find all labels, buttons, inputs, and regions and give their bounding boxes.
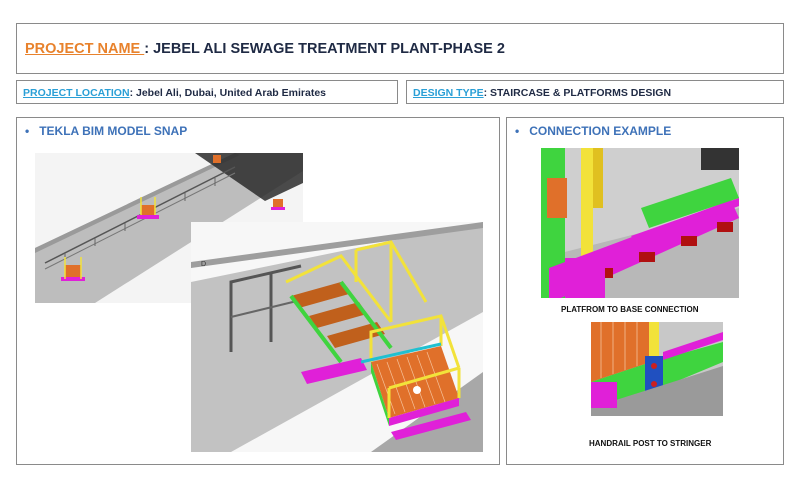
base-connection-caption: PLATFROM TO BASE CONNECTION	[561, 305, 699, 314]
bim-model-heading: • TEKLA BIM MODEL SNAP	[25, 124, 187, 138]
bim-model-panel: • TEKLA BIM MODEL SNAP	[16, 117, 500, 465]
connection-heading-text: CONNECTION EXAMPLE	[529, 124, 672, 138]
connection-panel: • CONNECTION EXAMPLE PLATFROM TO BASE CON…	[506, 117, 784, 465]
design-type-value: : STAIRCASE & PLATFORMS DESIGN	[483, 87, 672, 99]
connection-heading: • CONNECTION EXAMPLE	[515, 124, 671, 138]
design-type-box: DESIGN TYPE: STAIRCASE & PLATFORMS DESIG…	[406, 80, 784, 104]
project-location-box: PROJECT LOCATION: Jebel Ali, Dubai, Unit…	[16, 80, 398, 104]
bim-staircase-image: D	[191, 222, 483, 452]
base-connection-image	[541, 148, 739, 298]
project-title: PROJECT NAME : JEBEL ALI SEWAGE TREATMEN…	[25, 41, 505, 57]
bullet: •	[515, 124, 520, 138]
project-name-label: PROJECT NAME	[25, 41, 145, 57]
handrail-connection-caption: HANDRAIL POST TO STRINGER	[589, 439, 712, 448]
project-name-value: : JEBEL ALI SEWAGE TREATMENT PLANT-PHASE…	[144, 41, 505, 57]
grid-label: D	[201, 261, 206, 268]
design-type-label: DESIGN TYPE	[413, 87, 484, 99]
bim-model-heading-text: TEKLA BIM MODEL SNAP	[39, 124, 188, 138]
handrail-connection-image	[591, 322, 723, 416]
bullet: •	[25, 124, 30, 138]
project-title-box: PROJECT NAME : JEBEL ALI SEWAGE TREATMEN…	[16, 23, 784, 74]
design-type: DESIGN TYPE: STAIRCASE & PLATFORMS DESIG…	[413, 87, 671, 99]
project-location-label: PROJECT LOCATION	[23, 87, 130, 99]
project-location-value: : Jebel Ali, Dubai, United Arab Emirates	[129, 87, 326, 99]
project-location: PROJECT LOCATION: Jebel Ali, Dubai, Unit…	[23, 87, 326, 99]
